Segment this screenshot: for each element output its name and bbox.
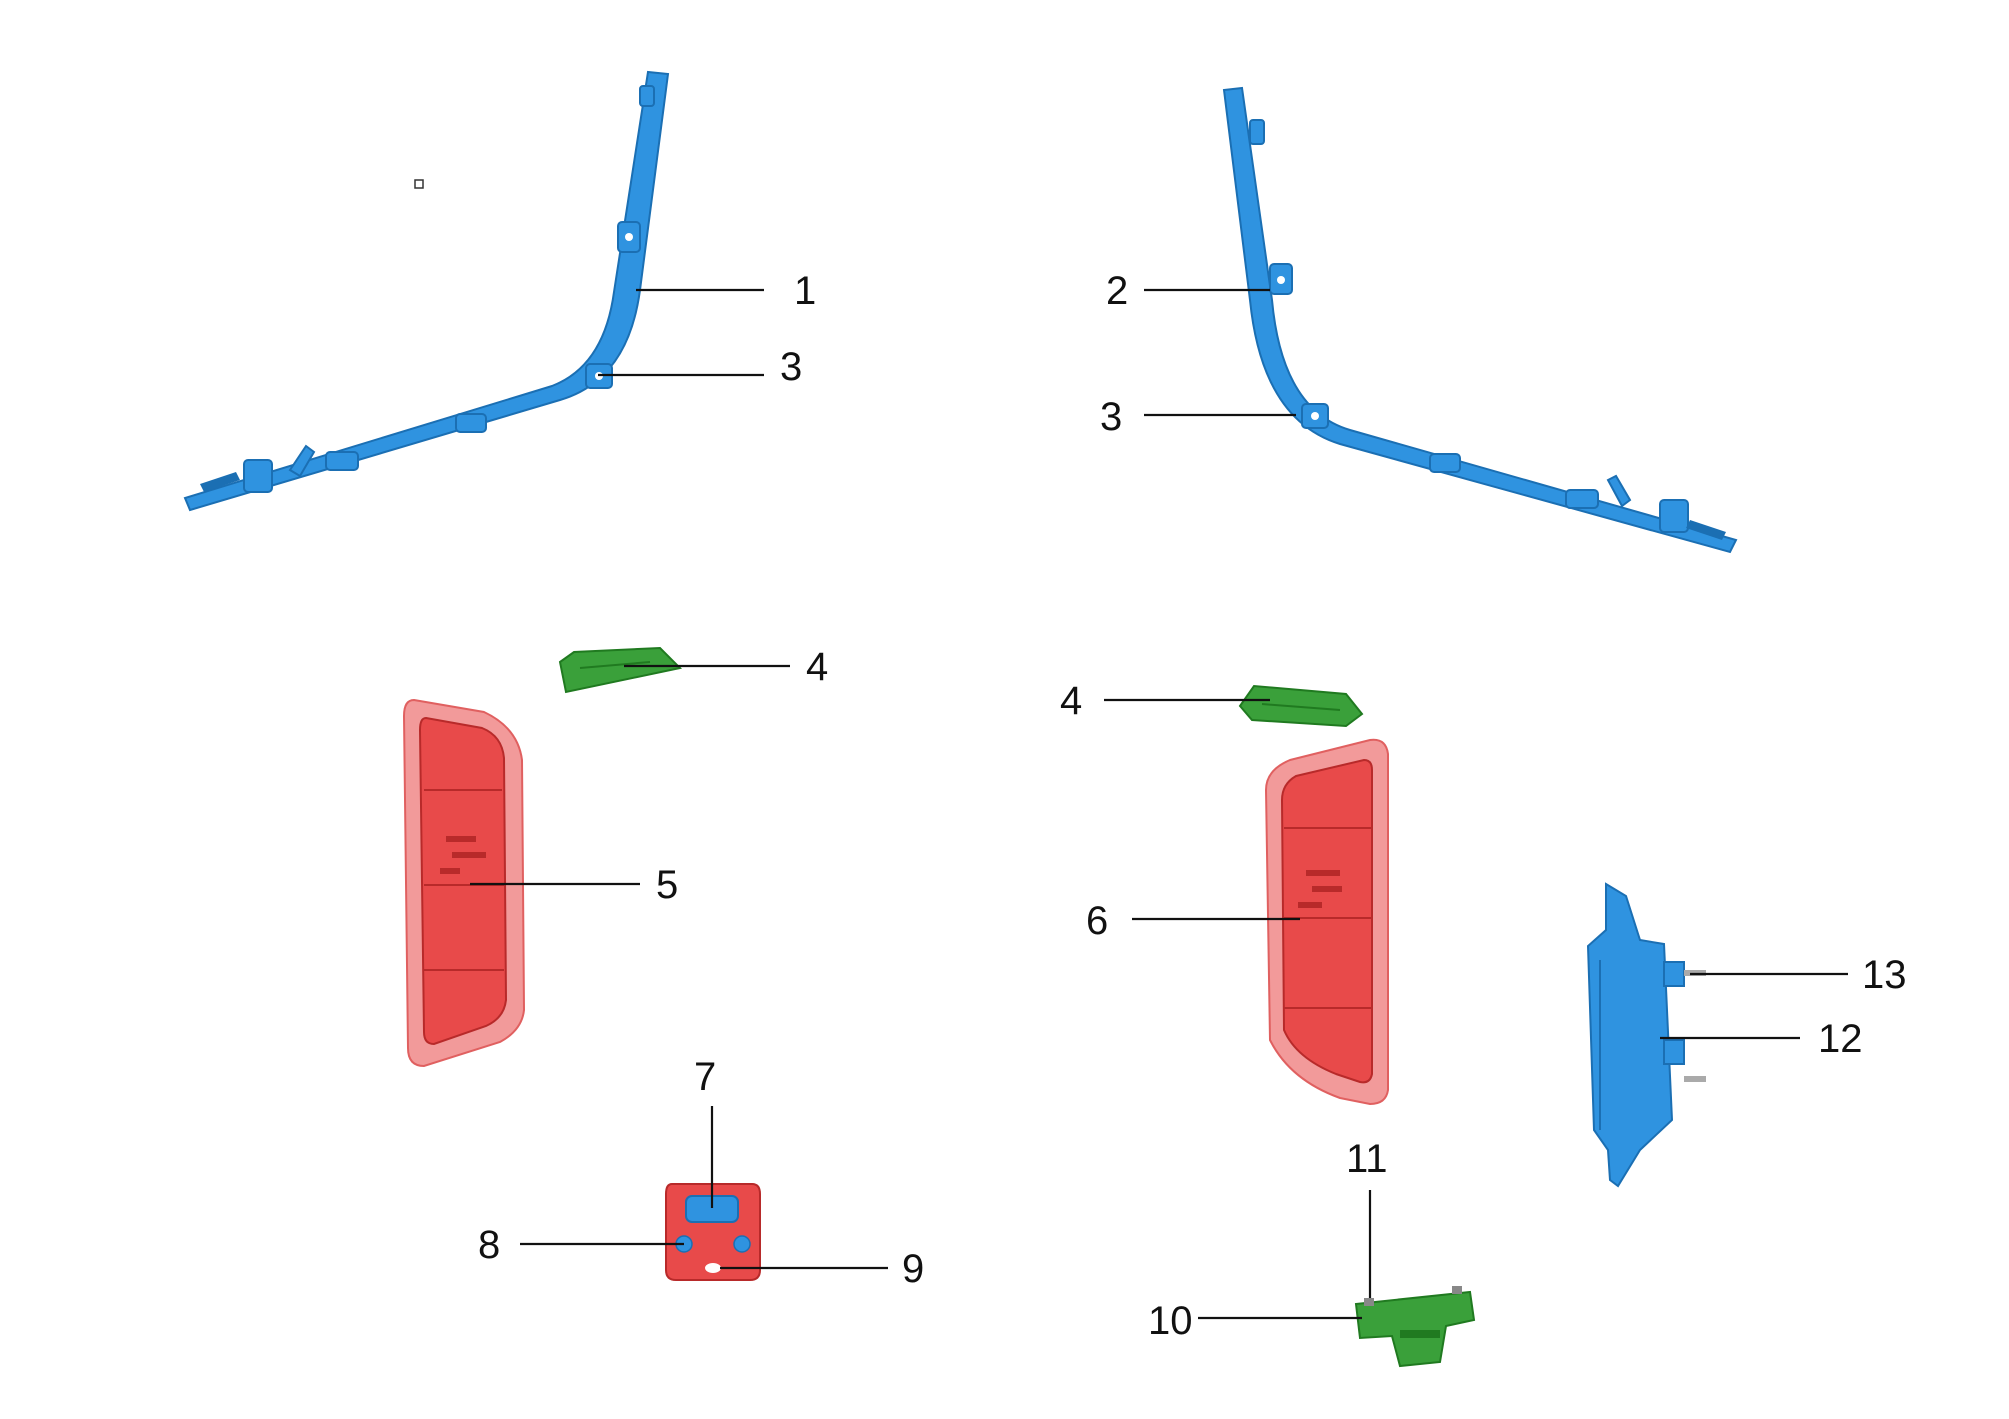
callout-8: 8: [478, 1223, 500, 1267]
callout-9: 9: [902, 1247, 924, 1291]
callout-12: 12: [1818, 1017, 1863, 1061]
callout-13: 13: [1862, 953, 1907, 997]
callout-7: 7: [694, 1055, 716, 1099]
stray-marker: [414, 179, 424, 189]
callout-3-right: 3: [1100, 395, 1122, 439]
callout-4-right: 4: [1060, 679, 1082, 723]
callout-6: 6: [1086, 899, 1108, 943]
blue-housing-part: [1586, 882, 1706, 1188]
switch-plate-part: [665, 1183, 761, 1281]
left-rail-part: [183, 70, 670, 512]
callout-10: 10: [1148, 1299, 1193, 1343]
green-bracket-part: [1354, 1286, 1476, 1368]
left-bezel-part: [402, 698, 526, 1068]
callout-4-left: 4: [806, 645, 828, 689]
callout-1: 1: [794, 269, 816, 313]
callout-2: 2: [1106, 269, 1128, 313]
callout-5: 5: [656, 863, 678, 907]
right-clip-part: [1238, 684, 1364, 728]
callout-3-left: 3: [780, 345, 802, 389]
left-clip-part: [558, 646, 683, 694]
right-rail-part: [1222, 86, 1738, 554]
callout-11: 11: [1346, 1137, 1388, 1181]
right-bezel-part: [1264, 738, 1389, 1106]
